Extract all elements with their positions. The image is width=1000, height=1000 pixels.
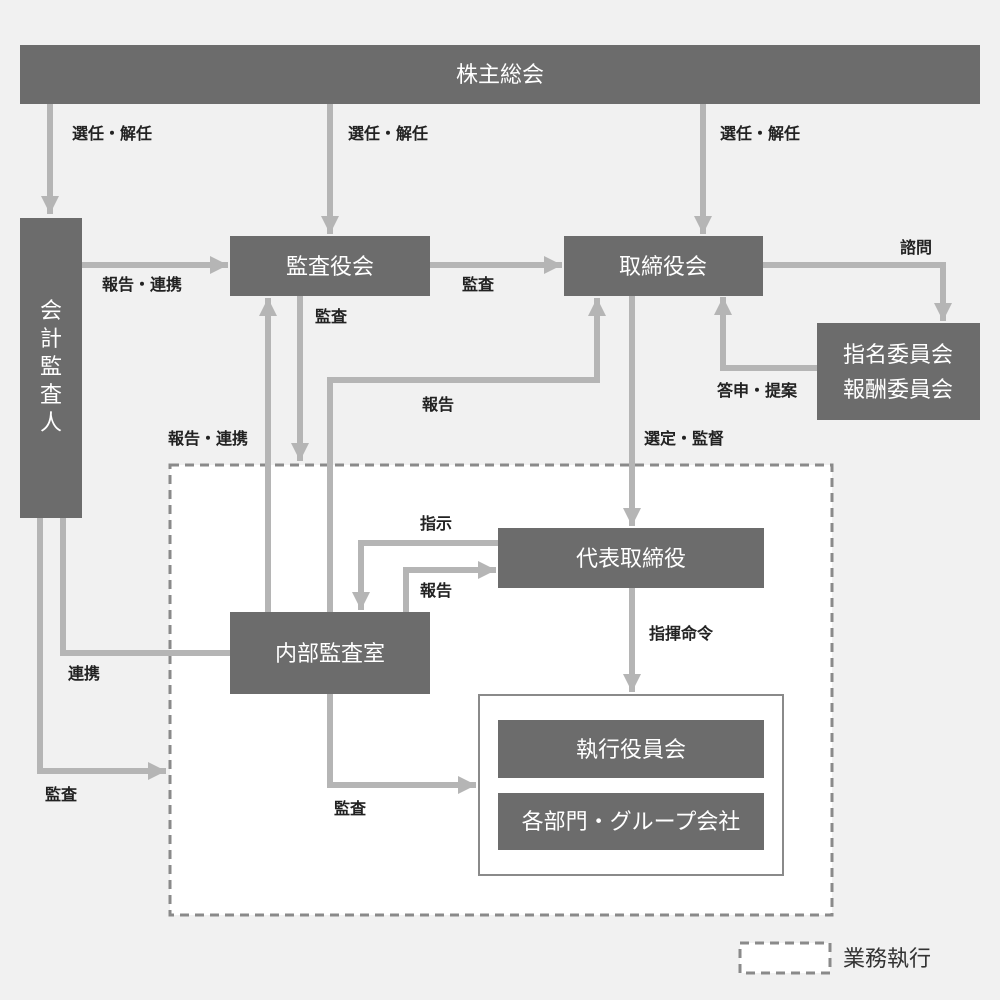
label-consult: 諮問	[900, 238, 932, 257]
accounting-auditor-char: 人	[40, 411, 62, 436]
arrow-accounting-auditor-audit	[37, 518, 166, 780]
committees-label-line1: 指名委員会	[843, 343, 953, 368]
ceo-label: 代表取締役	[576, 547, 686, 572]
label-appoint-dismiss-left: 選任・解任	[72, 124, 152, 143]
line-accounting-auditor-cooperation	[60, 518, 230, 656]
arrow-board-to-committees	[763, 262, 952, 321]
legend-label: 業務執行	[843, 947, 931, 972]
committees-box	[817, 323, 980, 420]
label-select-supervise: 選定・監督	[644, 429, 724, 448]
departments-box	[498, 793, 764, 850]
legend-dashed-swatch	[738, 941, 832, 975]
internal-audit-box	[230, 612, 430, 694]
committees-label-line2: 報酬委員会	[843, 378, 953, 403]
executive-committee-label: 執行役員会	[576, 738, 686, 763]
label-audit-internal: 監査	[334, 799, 366, 818]
accounting-auditor-char: 監	[40, 355, 62, 380]
ceo-box	[498, 528, 764, 588]
arrow-internal-audit-audit	[327, 694, 476, 794]
label-report-to-board: 報告	[422, 395, 454, 414]
auditor-board-label: 監査役会	[286, 255, 374, 280]
arrow-internal-audit-to-ceo	[403, 561, 496, 612]
accounting-auditor-char: 計	[40, 327, 62, 352]
shareholders-box	[20, 45, 980, 104]
arrow-internal-audit-to-board	[327, 298, 606, 612]
label-report-cooperate-top: 報告・連携	[102, 275, 182, 294]
label-cooperate: 連携	[68, 664, 100, 683]
auditor-board-box	[230, 236, 430, 296]
arrow-committees-to-board	[714, 297, 817, 371]
label-command: 指揮命令	[649, 624, 714, 643]
label-respond-propose: 答申・提案	[717, 381, 798, 400]
internal-audit-label: 内部監査室	[275, 642, 385, 667]
label-appoint-dismiss-center: 選任・解任	[348, 124, 428, 143]
accounting-auditor-char: 会	[40, 299, 62, 324]
executive-committee-box	[498, 720, 764, 778]
label-report-cooperate-mid: 報告・連携	[168, 429, 248, 448]
accounting-auditor-char: 査	[40, 383, 62, 408]
label-audit-accounting: 監査	[45, 785, 77, 804]
departments-label: 各部門・グループ会社	[522, 810, 741, 835]
label-audit-auditor-board: 監査	[315, 307, 347, 326]
shareholders-label: 株主総会	[456, 63, 544, 88]
label-report-to-ceo: 報告	[420, 581, 452, 600]
label-appoint-dismiss-right: 選任・解任	[720, 124, 800, 143]
board-box	[564, 236, 763, 296]
accounting-auditor-box	[20, 218, 82, 518]
arrow-ceo-to-internal-audit	[352, 540, 498, 610]
label-instruct: 指示	[420, 514, 452, 533]
board-label: 取締役会	[619, 255, 707, 280]
label-audit-board: 監査	[462, 275, 494, 294]
